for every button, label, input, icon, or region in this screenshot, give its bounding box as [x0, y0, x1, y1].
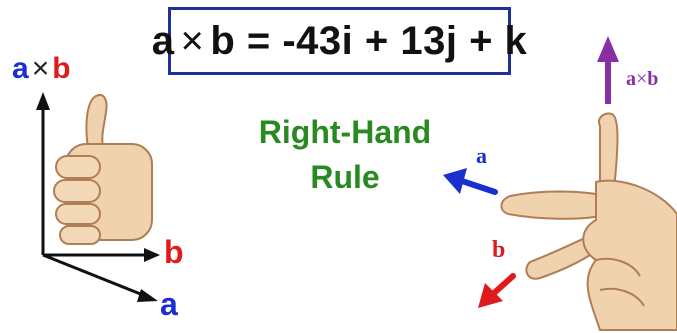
equation-b: b: [210, 18, 236, 63]
left-top-label: a×b: [12, 52, 71, 86]
thumbs-up-icon: [53, 94, 153, 245]
equation-a: a: [151, 18, 175, 63]
title-line-1: Right-Hand: [258, 114, 432, 150]
left-axes: [36, 92, 160, 302]
title-line-2: Rule: [310, 159, 380, 195]
right-hand-icon: [500, 112, 677, 331]
axis-a-arrowhead: [137, 289, 158, 302]
axis-a: [42, 253, 149, 299]
right-axb-arrow: [597, 36, 619, 104]
left-top-b: b: [52, 52, 71, 85]
right-b-label: b: [492, 237, 506, 263]
right-axb-a: a: [626, 68, 636, 90]
left-axis-b-label: b: [164, 234, 184, 270]
left-top-a: a: [12, 52, 29, 85]
equation-rest: = -43i + 13j + k: [235, 18, 528, 63]
axis-b-arrowhead: [144, 248, 160, 262]
left-axis-a-label: a: [160, 286, 178, 322]
right-axb-b: b: [647, 68, 659, 90]
right-axb-cross: ×: [636, 68, 648, 90]
left-top-cross: ×: [31, 52, 50, 85]
right-axb-label: a×b: [626, 68, 658, 91]
axis-vertical-arrowhead: [36, 92, 50, 110]
right-a-arrow: [443, 168, 498, 195]
right-b-arrow: [478, 273, 516, 308]
equation-cross: ×: [180, 18, 205, 63]
equation-box: a × b = -43i + 13j + k: [152, 7, 527, 75]
right-a-label: a: [476, 143, 487, 168]
